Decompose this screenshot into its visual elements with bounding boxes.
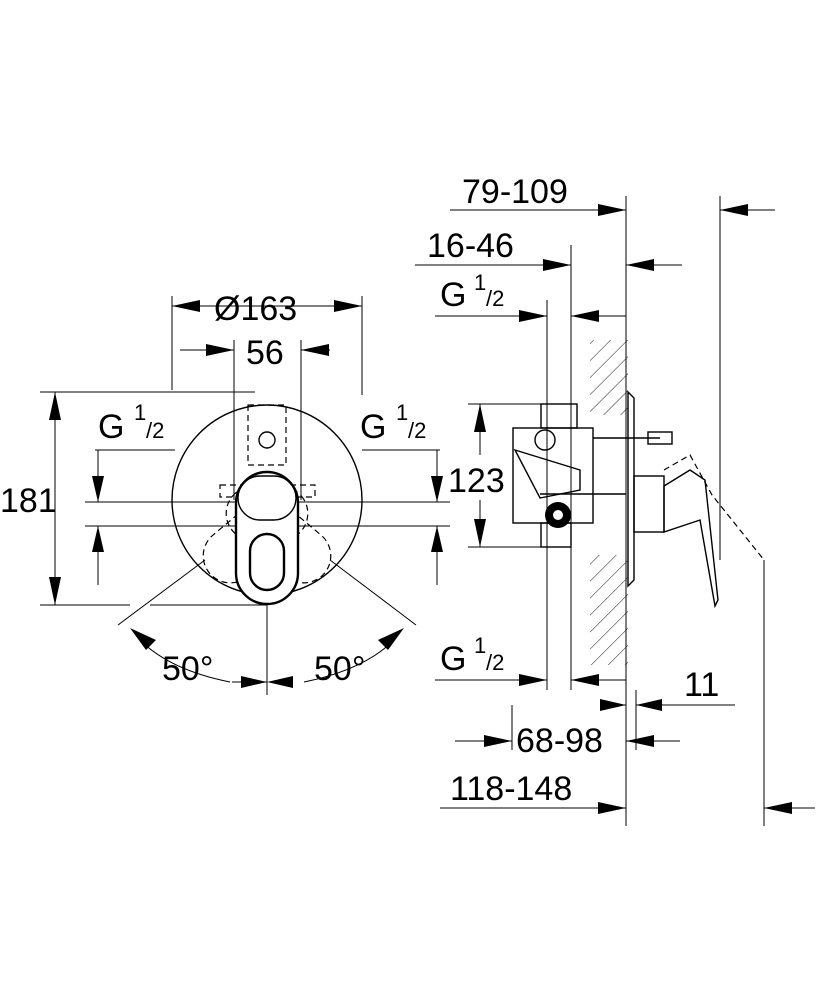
arrow-79-109 [598, 204, 626, 216]
label-56: 56 [246, 334, 284, 372]
label-11: 11 [684, 666, 719, 704]
inlet-top [540, 403, 578, 429]
handle-profile-dashed [663, 454, 765, 561]
label-118-148: 118-148 [450, 770, 572, 808]
arrow-68-98-right [626, 735, 654, 747]
arrow-11-left [600, 699, 626, 711]
label-g-mid-den: /2 [408, 418, 426, 443]
arrow-g-left-top [92, 476, 104, 502]
wall-hatch-top [590, 340, 628, 415]
arrow-g-right-bottom [431, 526, 443, 552]
label-163: Ø163 [214, 290, 297, 328]
arrow-g-top-right [571, 310, 599, 322]
arrow-angle-right [378, 628, 404, 650]
label-angle-right: 50° [314, 650, 365, 688]
arrow-g-bottom-right [571, 674, 599, 686]
cover-plate [627, 390, 635, 588]
label-68-98: 68-98 [516, 722, 603, 760]
handle-slot [248, 532, 286, 592]
label-g-mid-G: G [360, 408, 386, 446]
label-g-bottom-num: 1 [474, 633, 486, 658]
arrow-g-left-bottom [92, 526, 104, 552]
port-lower-inner [553, 510, 563, 520]
arrow-163-left [172, 300, 200, 312]
side-view [415, 196, 815, 826]
label-g-top-right-num: 1 [474, 270, 486, 295]
arrow-g-right-top [431, 476, 443, 502]
label-79-109: 79-109 [462, 173, 568, 211]
label-g-top-right-G: G [440, 276, 466, 314]
front-view [40, 296, 450, 695]
stem-knob [647, 431, 673, 445]
arrow-56-left [206, 344, 234, 356]
label-g-top-right-den: /2 [486, 286, 504, 311]
arrow-angle-right-bottom [267, 676, 293, 688]
arrow-163-right [334, 300, 362, 312]
label-181: 181 [0, 482, 57, 520]
angle-ray-right [329, 559, 417, 626]
handle-hub [633, 475, 665, 533]
label-16-46: 16-46 [427, 227, 514, 265]
label-123: 123 [448, 462, 505, 500]
arrow-56-right [301, 344, 329, 356]
label-g-bottom-den: /2 [486, 650, 504, 675]
arrow-118-148-right [764, 802, 792, 814]
wall-hatch-bottom [590, 555, 628, 665]
label-g-left-G: G [98, 408, 124, 446]
arrow-16-46 [543, 259, 571, 271]
label-g-left-num: 1 [134, 400, 146, 425]
arrow-79-109-right [720, 204, 748, 216]
arrow-angle-left-bottom [241, 676, 267, 688]
arrow-g-top-left [519, 310, 547, 322]
port-upper [534, 429, 556, 451]
label-g-mid-num: 1 [396, 400, 408, 425]
label-angle-left: 50° [162, 650, 213, 688]
arrow-123-bottom [474, 519, 486, 547]
labels: 79-109 16-46 G 1 /2 Ø163 56 G 1 /2 G 1 /… [0, 173, 719, 808]
arrow-68-98-left [484, 735, 512, 747]
arrow-181-top [49, 392, 61, 420]
arrow-g-bottom-left [519, 674, 547, 686]
arrow-11-right [636, 699, 662, 711]
handle-base [237, 475, 297, 521]
arrow-16-46-right [626, 259, 654, 271]
angle-ray-left [117, 559, 206, 626]
label-g-bottom-G: G [440, 640, 466, 678]
valve-port-hidden [258, 431, 276, 449]
arrow-118-148 [598, 802, 626, 814]
arrow-181-bottom [49, 577, 61, 605]
label-g-left-den: /2 [146, 418, 164, 443]
valve-body-hidden [247, 404, 287, 466]
arrow-123-top [474, 404, 486, 432]
handle-profile [663, 469, 719, 609]
arrow-angle-left [130, 628, 156, 650]
diverter [513, 448, 581, 499]
handle-lever [234, 470, 300, 606]
